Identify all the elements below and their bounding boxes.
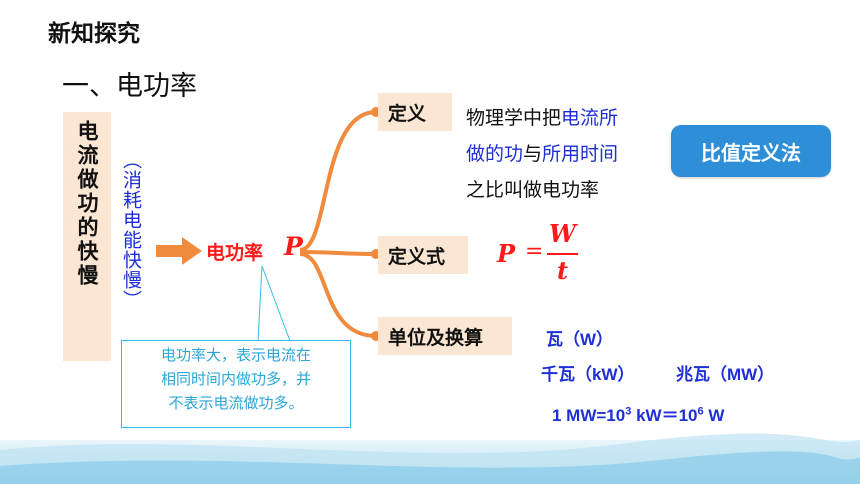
branch-line-middle [299, 250, 377, 256]
branch-units: 单位及换算 [378, 317, 512, 355]
paren-note: （消耗电能快慢） [120, 150, 142, 310]
branch-formula: 定义式 [378, 236, 468, 274]
callout-note: 电功率大，表示电流在 相同时间内做功多，并 不表示电流做功多。 [121, 340, 351, 428]
definition-part4: 与 [523, 143, 543, 165]
branch-line-bottom [299, 252, 377, 338]
note-line-3: 不表示电流做功多。 [168, 394, 304, 412]
bottom-wave-decoration [0, 433, 860, 484]
conversion-exponent-2: 6 [697, 405, 704, 418]
unit-kilowatt: 千瓦（kW） [541, 365, 635, 384]
definition-part1: 物理学中把 [466, 107, 562, 129]
fraction-bar [547, 253, 578, 255]
unit-megawatt: 兆瓦（MW） [676, 365, 775, 384]
formula-lhs: P [497, 239, 516, 268]
conversion-part-c: W [703, 406, 725, 425]
definition-part5: 所用时间 [542, 143, 619, 165]
note-line-1: 电功率大，表示电流在 [160, 346, 311, 364]
section-label: 新知探究 [48, 21, 140, 47]
unit-watt: 瓦（W） [546, 330, 614, 349]
branch-units-label: 单位及换算 [388, 326, 484, 349]
unit-conversion: 1 MW=103 kW＝106 W [552, 401, 724, 426]
left-topic-text: 电流做功的快慢 [75, 120, 99, 288]
definition-text: 物理学中把电流所做的功与所用时间之比叫做电功率 [466, 100, 676, 208]
formula-equals: = [525, 239, 544, 264]
note-line-2: 相同时间内做功多，并 [160, 370, 311, 388]
branch-formula-label: 定义式 [388, 245, 446, 268]
definition-part6: 之比叫做电功率 [466, 179, 600, 201]
conversion-exponent-1: 3 [625, 405, 632, 418]
branch-line-top [299, 110, 377, 252]
section-title: 一、电功率 [62, 71, 197, 102]
branch-definition: 定义 [378, 93, 452, 131]
method-badge: 比值定义法 [671, 125, 831, 177]
conversion-part-b: kW＝10 [631, 406, 698, 425]
branch-definition-label: 定义 [388, 102, 427, 125]
callout-pointer [257, 265, 291, 342]
definition-part3: 做的功 [466, 143, 524, 165]
formula-numerator: W [549, 219, 576, 248]
center-concept-symbol: P [284, 232, 303, 261]
right-arrow-icon [156, 237, 202, 265]
formula-denominator: t [557, 256, 569, 285]
center-concept-label: 电功率 [206, 242, 264, 264]
left-topic-box [63, 112, 111, 361]
definition-part2: 电流所 [561, 107, 619, 129]
conversion-part-a: 1 MW=10 [552, 406, 626, 425]
